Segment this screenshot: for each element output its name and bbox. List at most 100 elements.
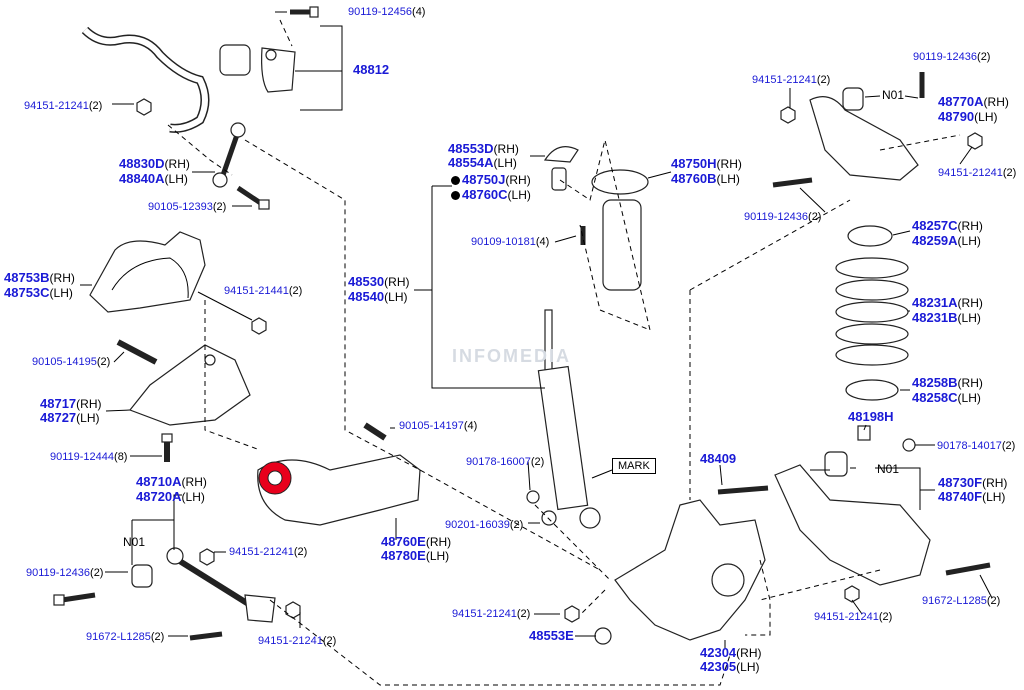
upper-arm-48770A[interactable] bbox=[809, 87, 919, 181]
label-48753C[interactable]: 48753C(LH) bbox=[4, 285, 73, 301]
shock-absorber-48530[interactable] bbox=[537, 309, 601, 529]
bolt-48409[interactable] bbox=[717, 485, 769, 495]
spring-seat-upper-48257C[interactable] bbox=[847, 225, 893, 247]
coil-spring-48231A[interactable] bbox=[835, 257, 909, 366]
label-94151-21441[interactable]: 94151-21441(2) bbox=[224, 285, 303, 297]
label-48830D[interactable]: 48830D(RH) bbox=[119, 156, 190, 172]
spring-seat-lower-48258B[interactable] bbox=[845, 379, 899, 401]
bolt-90119-12456[interactable] bbox=[290, 6, 319, 18]
label-91672-L1285-b[interactable]: 91672-L1285(2) bbox=[922, 595, 1001, 607]
bolt-90119-12436-c[interactable] bbox=[772, 177, 813, 188]
label-90119-12444[interactable]: 90119-12444(8) bbox=[50, 451, 128, 463]
stabilizer-bar[interactable] bbox=[81, 26, 210, 133]
label-48790[interactable]: 48790(LH) bbox=[938, 109, 998, 125]
label-48258B[interactable]: 48258B(RH) bbox=[912, 375, 983, 391]
label-48258C[interactable]: 48258C(LH) bbox=[912, 390, 981, 406]
nut-94151-21241-e[interactable] bbox=[780, 106, 796, 124]
label-48760E[interactable]: 48760E(RH) bbox=[381, 534, 452, 550]
washer-90201-16039[interactable] bbox=[541, 510, 557, 526]
label-48710A[interactable]: 48710A(RH) bbox=[136, 474, 207, 490]
label-42304[interactable]: 42304(RH) bbox=[700, 645, 762, 661]
label-91672-L1285-a[interactable]: 91672-L1285(2) bbox=[86, 631, 165, 643]
lower-arm-48710A[interactable] bbox=[166, 547, 276, 623]
label-90201-16039[interactable]: 90201-16039(2) bbox=[445, 519, 524, 531]
label-48760C[interactable]: 48760C(LH) bbox=[451, 188, 531, 202]
label-90105-14195[interactable]: 90105-14195(2) bbox=[32, 356, 111, 368]
cap-48553D[interactable] bbox=[543, 146, 579, 163]
label-48553E[interactable]: 48553E bbox=[529, 628, 574, 643]
washer-90178-14017[interactable] bbox=[902, 438, 916, 452]
label-48720A[interactable]: 48720A(LH) bbox=[136, 489, 205, 505]
label-48730F[interactable]: 48730F(RH) bbox=[938, 475, 1008, 491]
label-48753B[interactable]: 48753B(RH) bbox=[4, 270, 75, 286]
lower-arm-48730F[interactable] bbox=[774, 451, 931, 586]
bolt-90105-14195[interactable] bbox=[116, 339, 158, 365]
nut-94151-21241-d[interactable] bbox=[564, 605, 580, 623]
label-48727[interactable]: 48727(LH) bbox=[40, 410, 100, 426]
bullet-icon bbox=[451, 191, 460, 200]
stopper-48750J[interactable] bbox=[551, 167, 567, 191]
trailing-arm-48760E[interactable] bbox=[257, 454, 421, 526]
label-90109-10181[interactable]: 90109-10181(4) bbox=[471, 236, 550, 248]
label-94151-21241-d[interactable]: 94151-21241(2) bbox=[452, 608, 531, 620]
nut-94151-21241-g[interactable] bbox=[844, 585, 860, 603]
nut-94151-21241-c[interactable] bbox=[285, 601, 301, 619]
label-94151-21241-b[interactable]: 94151-21241(2) bbox=[229, 546, 308, 558]
label-90105-12393[interactable]: 90105-12393(2) bbox=[148, 201, 227, 213]
nut-48553E[interactable] bbox=[594, 627, 612, 645]
label-48530[interactable]: 48530(RH) bbox=[348, 274, 410, 290]
bolt-90105-12393[interactable] bbox=[236, 185, 270, 210]
bolt-90105-14197[interactable] bbox=[363, 422, 387, 441]
label-90178-14017[interactable]: 90178-14017(2) bbox=[937, 440, 1016, 452]
label-48553D[interactable]: 48553D(RH) bbox=[448, 141, 519, 157]
label-90119-12456[interactable]: 90119-12456(4) bbox=[348, 6, 426, 18]
label-90105-14197[interactable]: 90105-14197(4) bbox=[399, 420, 478, 432]
bolt-90119-12436-a[interactable] bbox=[53, 592, 96, 606]
bolt-90119-12444[interactable] bbox=[161, 433, 173, 462]
label-48554A[interactable]: 48554A(LH) bbox=[448, 155, 517, 171]
stabilizer-link[interactable] bbox=[212, 122, 246, 188]
label-48750H[interactable]: 48750H(RH) bbox=[671, 156, 742, 172]
label-94151-21241-a[interactable]: 94151-21241(2) bbox=[24, 100, 103, 112]
bushing-n01-left[interactable] bbox=[131, 564, 153, 588]
mark-label: MARK bbox=[612, 458, 656, 474]
bolt-91672-L1285-b[interactable] bbox=[945, 562, 991, 576]
label-48750J[interactable]: 48750J(RH) bbox=[451, 173, 531, 187]
label-94151-21241-f[interactable]: 94151-21241(2) bbox=[938, 167, 1017, 179]
nut-94151-21241-b[interactable] bbox=[199, 548, 215, 566]
label-94151-21241-e[interactable]: 94151-21241(2) bbox=[752, 74, 831, 86]
label-48760B[interactable]: 48760B(LH) bbox=[671, 171, 740, 187]
label-90178-16007[interactable]: 90178-16007(2) bbox=[466, 456, 545, 468]
label-48231A[interactable]: 48231A(RH) bbox=[912, 295, 983, 311]
bolt-91672-L1285-a[interactable] bbox=[189, 631, 223, 641]
label-42305[interactable]: 42305(LH) bbox=[700, 659, 760, 675]
label-90119-12436-c[interactable]: 90119-12436(2) bbox=[744, 211, 822, 223]
label-48717[interactable]: 48717(RH) bbox=[40, 396, 102, 412]
nut-94151-21241-f[interactable] bbox=[967, 132, 983, 150]
label-48740F[interactable]: 48740F(LH) bbox=[938, 489, 1006, 505]
bracket-48717[interactable] bbox=[129, 344, 251, 426]
label-48198H[interactable]: 48198H bbox=[848, 409, 894, 424]
label-90119-12436-a[interactable]: 90119-12436(2) bbox=[26, 567, 104, 579]
knuckle-42304[interactable] bbox=[614, 499, 766, 641]
nut-94151-21241-a[interactable] bbox=[136, 98, 152, 116]
nut-94151-21441[interactable] bbox=[251, 317, 267, 335]
label-94151-21241-c[interactable]: 94151-21241(2) bbox=[258, 635, 337, 647]
label-48540[interactable]: 48540(LH) bbox=[348, 289, 408, 305]
label-48257C[interactable]: 48257C(RH) bbox=[912, 218, 983, 234]
cover-48753[interactable] bbox=[89, 231, 206, 313]
support-boot-48750H[interactable] bbox=[591, 169, 649, 291]
label-94151-21241-g[interactable]: 94151-21241(2) bbox=[814, 611, 893, 623]
label-48409[interactable]: 48409 bbox=[700, 451, 737, 466]
label-48231B[interactable]: 48231B(LH) bbox=[912, 310, 981, 326]
washer-90178-16007[interactable] bbox=[526, 490, 540, 504]
bushing-48198H[interactable] bbox=[857, 425, 871, 441]
label-48812[interactable]: 48812 bbox=[353, 62, 390, 77]
label-48780E[interactable]: 48780E(LH) bbox=[381, 548, 450, 564]
stabilizer-bushing-bracket[interactable] bbox=[219, 44, 296, 93]
label-48770A[interactable]: 48770A(RH) bbox=[938, 94, 1009, 110]
label-48840A[interactable]: 48840A(LH) bbox=[119, 171, 188, 187]
label-90119-12436-b[interactable]: 90119-12436(2) bbox=[913, 51, 991, 63]
label-48259A[interactable]: 48259A(LH) bbox=[912, 233, 981, 249]
